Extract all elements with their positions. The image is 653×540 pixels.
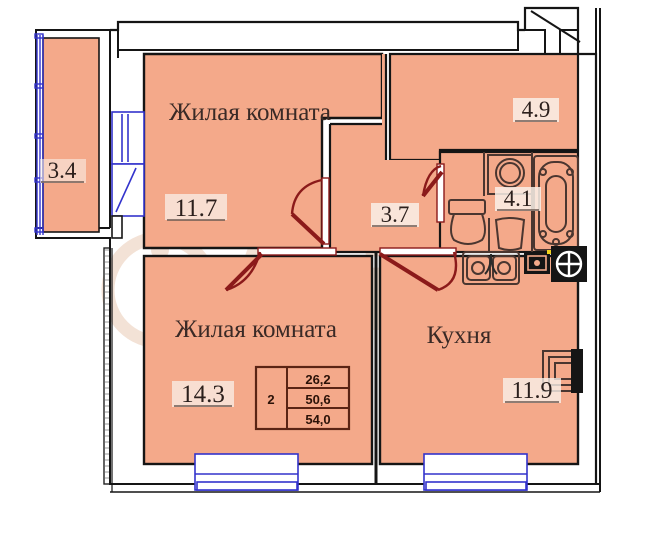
room-balcony: [34, 33, 100, 235]
balcony-door-group: [111, 111, 145, 239]
area-hall: 4.9: [513, 97, 559, 122]
room-label-living-room-2: Жилая комната: [175, 316, 337, 343]
area-value-bathroom: 4.1: [504, 186, 533, 211]
area-value-balcony: 3.4: [48, 158, 77, 183]
door-corridor-bathroom: [421, 163, 445, 223]
area-value-kitchen: 11.9: [511, 378, 552, 404]
area-value-corridor: 3.7: [381, 202, 410, 227]
area-corridor: 3.7: [371, 202, 419, 227]
radiator-icon: [542, 349, 583, 393]
room-living-room-2: [142, 254, 374, 466]
area-living-room-1: 11.7: [165, 194, 227, 222]
stove-icon: [551, 246, 587, 282]
area-value-hall: 4.9: [522, 97, 551, 122]
summary-rooms-count: 2: [267, 392, 274, 407]
area-balcony: 3.4: [40, 158, 86, 183]
toilet-icon: [448, 199, 486, 245]
window-bottom-left: [194, 453, 299, 491]
summary-value-total-living: 26,2: [305, 372, 330, 387]
room-corridor: [328, 54, 440, 254]
summary-value-total-area: 54,0: [305, 412, 330, 427]
boiler-icon: [524, 250, 551, 274]
area-kitchen: 11.9: [503, 378, 561, 404]
area-bathroom: 4.1: [495, 186, 541, 211]
door-living1-corridor: [290, 177, 330, 246]
area-value-living-room-2: 14.3: [181, 381, 225, 408]
area-living-room-2: 14.3: [172, 381, 234, 408]
area-value-living-room-1: 11.7: [175, 195, 218, 222]
room-label-kitchen: Кухня: [427, 322, 492, 349]
door-corridor-living2: [224, 247, 337, 292]
room-kitchen: [378, 254, 583, 466]
entrance-door-swing: [530, 10, 581, 43]
summary-value-living-area: 50,6: [305, 392, 330, 407]
bidet-icon: [494, 217, 526, 251]
room-label-living-room-1: Жилая комната: [169, 99, 331, 126]
kitchen-sink-icon: [462, 251, 520, 285]
window-bottom-right: [423, 453, 528, 491]
door-corridor-kitchen: [378, 247, 458, 292]
summary-table: 2 26,2 50,6 54,0: [254, 365, 351, 431]
